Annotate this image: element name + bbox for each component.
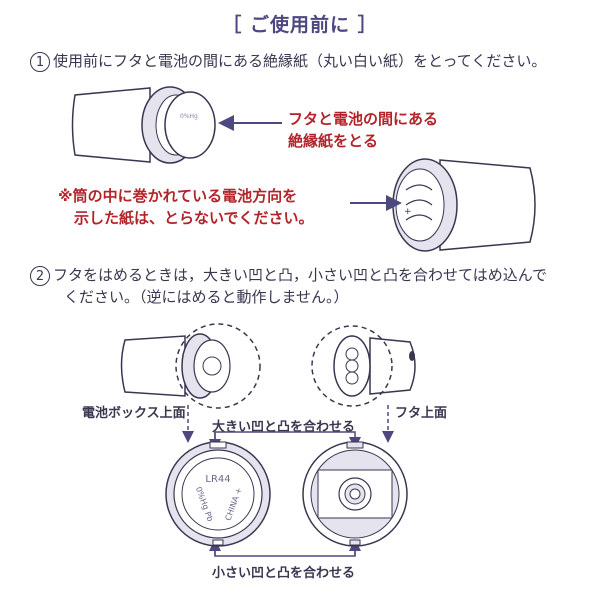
page-title: ［ ご使用前に ］ bbox=[222, 14, 378, 36]
small-match-label: 小さい凹と凸を合わせる bbox=[212, 566, 356, 581]
lid-side-illustration bbox=[311, 325, 416, 407]
small-match-connector bbox=[214, 543, 356, 557]
step-1-text: 使用前にフタと電池の間にある絶縁紙（丸い白い紙）をとってください。 bbox=[53, 52, 547, 70]
step-2-number: 2 bbox=[30, 265, 50, 286]
lid-zoom-circle bbox=[311, 325, 393, 407]
callout-line-1: フタと電池の間にある bbox=[288, 110, 439, 128]
device-battery-tube-illustration: + bbox=[392, 158, 536, 252]
callout-line-2: 絶縁紙をとる bbox=[288, 132, 379, 150]
battery-print-mark: 0%Hg bbox=[180, 113, 198, 120]
lid-top-label: フタ上面 bbox=[395, 406, 448, 421]
step-2-text-line-2: ください。（逆にはめると動作しません。） bbox=[64, 288, 349, 306]
warning-line-2: 示した紙は、とらないでください。 bbox=[74, 209, 314, 227]
warning-line-1: ※筒の中に巻かれている電池方向を bbox=[58, 187, 298, 205]
insulation-paper bbox=[164, 91, 216, 159]
battery-box-zoom-circle bbox=[175, 323, 261, 409]
warning-note: ※筒の中に巻かれている電池方向を 示した紙は、とらないでください。 bbox=[58, 185, 314, 229]
small-tab-lid bbox=[349, 539, 361, 546]
step-1-number: 1 bbox=[30, 51, 50, 72]
callout-remove-insulation: フタと電池の間にある 絶縁紙をとる bbox=[288, 108, 438, 152]
battery-box-top-label: 電池ボックス上面 bbox=[82, 406, 186, 421]
big-notch-battery bbox=[209, 441, 227, 449]
battery-box-top-view: LR44 0%Hg Pb CHINA + bbox=[165, 441, 271, 547]
battery-model-text: LR44 bbox=[205, 474, 230, 485]
polarity-mark: + bbox=[404, 207, 412, 217]
big-match-connector bbox=[214, 431, 361, 449]
lid-top-view bbox=[302, 441, 408, 547]
device-open-illustration: 0%Hg bbox=[71, 86, 216, 164]
big-tab-lid bbox=[346, 441, 364, 449]
small-notch-battery bbox=[212, 539, 224, 546]
step-2-text-line-1: フタをはめるときは，大きい凹と凸，小さい凹と凸を合わせてはめ込んで bbox=[53, 266, 547, 284]
battery-box-side-illustration bbox=[120, 323, 261, 409]
